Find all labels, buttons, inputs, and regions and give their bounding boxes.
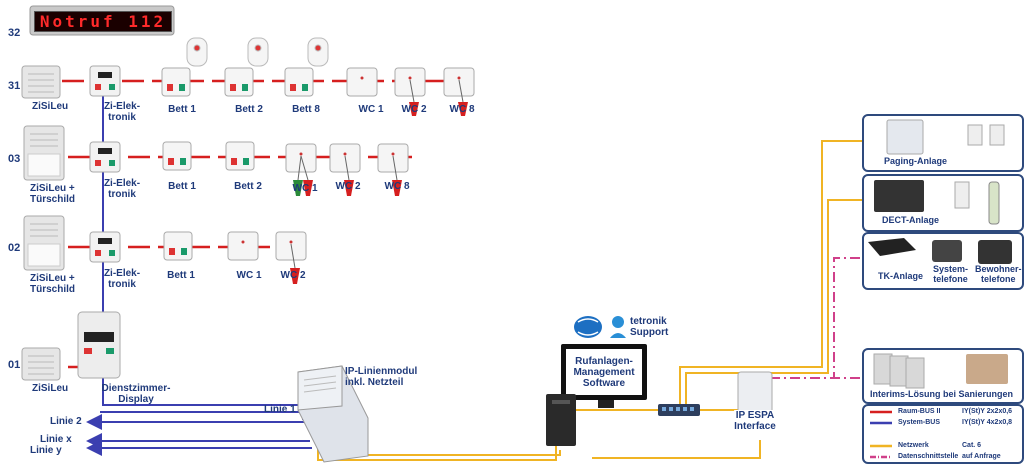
device-label: Bett 8 [292,104,320,115]
row-number: 32 [8,27,21,39]
device-label: ZiSiLeu [32,101,69,112]
device-label: WC 1 [292,183,318,194]
pc-tower [546,394,576,446]
handsets-31 [186,37,329,67]
device-label: WC 1 [236,270,262,281]
software-label: Rufanlagen- Management Software [573,356,635,389]
dect-label: DECT-Anlage [882,215,940,225]
panel-interims [862,348,1024,404]
tk-devices [868,238,1012,264]
device-label: Bett 2 [234,181,262,192]
wc-1-02 [227,231,259,261]
device-label: ZiSiLeu + Türschild [30,183,76,205]
device-label: Bett 1 [168,104,196,115]
legend-name: Netzwerk [898,442,929,449]
device-label: Bett 1 [167,270,195,281]
wc-8-31 [443,67,475,116]
device-label: Bett 1 [168,181,196,192]
legend-name: System-BUS [898,419,941,426]
row-number: 01 [8,359,21,371]
bett-1-02 [163,231,193,261]
bett-8-31 [284,67,314,97]
data-interface-lines [750,257,862,379]
bett-2-03 [225,141,255,171]
panel-paging [862,114,1024,172]
wc-2-02 [275,231,307,284]
dienstzimmer-display [77,311,121,379]
legend-name: Datenschnittstelle [898,453,959,460]
device-label: WC 2 [335,181,361,192]
linie-2-label: Linie 2 [50,416,82,427]
wc-2-31 [394,67,426,116]
linienmodul-label: IP-Linienmodul inkl. Netzteil [345,366,418,388]
row-number: 31 [8,80,21,92]
legend-spec: IY(St)Y 4x2x0,8 [962,419,1013,426]
wc-2-03 [329,143,361,196]
device-label: Bett 2 [235,104,263,115]
panel-legend [862,404,1024,464]
legend-spec: IY(St)Y 2x2x0,6 [962,408,1013,415]
legend-spec: Cat. 6 [962,442,982,449]
zisileu-tuerschild-03 [23,125,65,181]
interims-label: Interims-Lösung bei Sanierungen [870,389,1014,399]
zisileu-31 [21,65,61,99]
paging-devices [886,119,1005,155]
zi-elektronik-31 [89,65,121,97]
tk-label: TK-Anlage [878,271,923,281]
notruf-banner: Notruf 112 [34,11,172,32]
device-label: Zi-Elek- tronik [103,268,141,290]
device-label: ZiSiLeu + Türschild [30,273,76,295]
panel-tk [862,232,1024,290]
linie-1-label: Linie 1 [264,404,296,415]
wc-8-03 [377,143,409,196]
device-label: WC 8 [449,104,475,115]
zisileu-tuerschild-02 [23,215,65,271]
zi-elektronik-02 [89,231,121,263]
support-globe-icon [574,316,626,338]
row-number: 02 [8,242,21,254]
espa-label: IP ESPA Interface [734,410,776,432]
row-number: 03 [8,153,21,165]
bewohner-label: Bewohner- telefone [975,264,1022,284]
device-label: WC 2 [401,104,427,115]
device-label: ZiSiLeu [32,383,69,394]
linie-y-label: Linie y [30,445,62,456]
device-label: Dienstzimmer- Display [101,383,171,405]
device-label: WC 2 [280,270,306,281]
wc-1-03 [285,143,317,196]
paging-label: Paging-Anlage [884,156,948,166]
ip-linienmodul [297,365,369,463]
legend-name: Raum-BUS II [898,408,941,415]
legend-spec: auf Anfrage [962,453,1001,460]
system-label: System- telefone [933,264,969,284]
zisileu-01 [21,347,61,381]
device-label: Zi-Elek- tronik [103,101,141,123]
device-label: WC 1 [358,104,384,115]
software-monitor [561,344,647,408]
legend-swatches [870,410,892,459]
wc-1-31 [346,67,378,97]
bett-1-31 [161,67,191,97]
bett-1-03 [162,141,192,171]
device-label: Zi-Elek- tronik [103,178,141,200]
dect-devices [874,180,1000,225]
support-label: tetronik Support [630,316,669,338]
bett-2-31 [224,67,254,97]
network-switch [658,404,700,416]
interims-devices [873,353,1008,389]
panel-dect [862,174,1024,232]
zi-elektronik-03 [89,141,121,173]
linie-x-label: Linie x [40,434,72,445]
device-label: WC 8 [384,181,410,192]
